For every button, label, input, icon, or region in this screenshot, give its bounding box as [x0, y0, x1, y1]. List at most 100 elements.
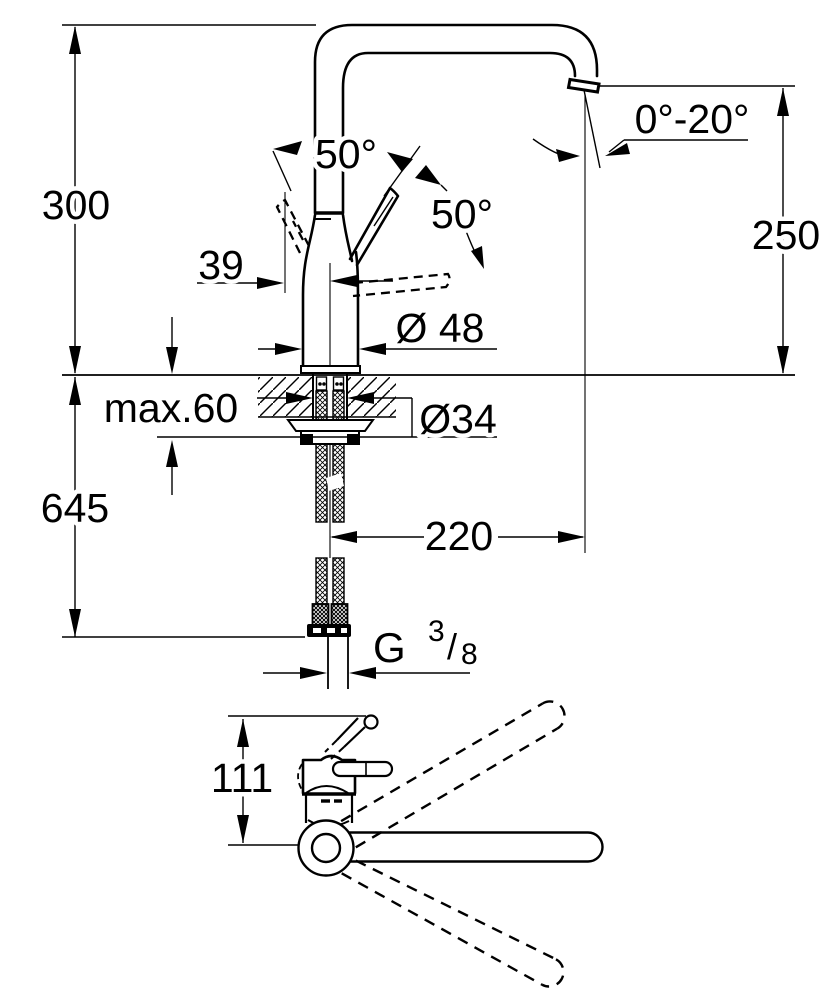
- connector-dot: [339, 382, 343, 386]
- dim-300: 300: [37, 24, 316, 374]
- leader-arrowhead: [605, 143, 630, 156]
- lever-shaft-edge: [336, 717, 359, 741]
- arrowhead-left: [347, 392, 374, 404]
- thread-denominator: 8: [461, 638, 478, 671]
- spout-dashed-up-edge: [355, 727, 559, 849]
- dim-300-label: 300: [42, 182, 110, 228]
- arrowhead-right: [286, 392, 313, 404]
- spout-outer-edge: [313, 23, 599, 215]
- dim-250: 250: [600, 85, 825, 374]
- dim-645-label: 645: [41, 485, 109, 531]
- swivel-range-label: 0°-20°: [635, 96, 750, 142]
- hose-coupler-left: [311, 603, 330, 626]
- dim-hole-diameter: Ø34: [257, 392, 501, 447]
- angle-arrowhead: [471, 246, 484, 269]
- lever-shaft-hidden: [324, 739, 338, 753]
- spout-dashed-down-edge: [341, 872, 543, 986]
- arrowhead-left: [330, 275, 357, 287]
- lever-tip-circle: [363, 714, 379, 730]
- thread-size-label: G 3 / 8: [373, 604, 478, 671]
- spout-dashed-up-endcap: [541, 700, 566, 730]
- dim-o48-label: Ø 48: [396, 305, 485, 351]
- dim-220: 220: [330, 509, 585, 564]
- dim-220-label: 220: [425, 513, 493, 559]
- connector-dot: [335, 382, 339, 386]
- dim-645: 645: [36, 377, 305, 638]
- spout-base-inner-circle: [310, 832, 342, 864]
- top-view: 111: [206, 700, 604, 988]
- hose-left-lower: [315, 557, 328, 605]
- spout-inner-edge: [341, 51, 577, 215]
- arrowhead-up: [777, 88, 789, 116]
- aerator-swivel-annotation: 0°-20°: [532, 89, 754, 553]
- front-view: 50° 50° 0°-20° 300: [36, 23, 825, 689]
- angle-50-front-label: 50°: [431, 191, 493, 237]
- arrowhead-right: [275, 343, 302, 355]
- spout-plan: [297, 700, 604, 988]
- cap-slot: [341, 628, 347, 633]
- lever-shaft-edge: [343, 726, 366, 748]
- connector-dot: [322, 382, 326, 386]
- hose-coupler-right: [330, 603, 349, 626]
- thread-slash: /: [447, 626, 457, 667]
- aerator-outlet: [566, 77, 601, 94]
- cap-slot: [313, 628, 321, 633]
- arrowhead-down: [237, 815, 249, 843]
- head-outline: [301, 754, 357, 795]
- spout-dashed-down-endcap: [541, 958, 565, 988]
- arrowhead-up: [69, 377, 81, 405]
- spout-dashed-up-edge: [340, 702, 544, 823]
- dim-250-label: 250: [752, 212, 820, 258]
- angle-leader-line: [272, 150, 292, 192]
- arrowhead-right: [257, 277, 284, 289]
- hose-right-lower: [332, 557, 345, 605]
- head-hidden-arc: [297, 763, 303, 791]
- swivel-arrowhead: [556, 149, 580, 162]
- body-base-ring: [300, 365, 361, 374]
- arrowhead-up: [166, 440, 178, 467]
- dim-thread: G 3 / 8: [263, 604, 482, 679]
- thread-g: G: [373, 624, 406, 671]
- arrowhead-down: [166, 347, 178, 374]
- angle-arrowhead: [273, 141, 302, 155]
- dim-body-diameter: Ø 48: [258, 301, 497, 356]
- spout-solid-endcap: [587, 831, 604, 863]
- raised-lever-plan: [324, 714, 379, 760]
- cap-slot: [327, 628, 335, 633]
- handle-dashed-front: [352, 272, 451, 298]
- mounting-flange: [286, 419, 375, 432]
- dim-111: 111: [206, 715, 366, 846]
- angle-50-back-annotation: 50°: [272, 127, 448, 197]
- arrowhead-left: [330, 531, 357, 543]
- angle-arrowhead: [415, 165, 441, 185]
- body-left-edge: [301, 213, 317, 368]
- dim-39: 39: [194, 192, 393, 293]
- angle-arrowhead: [387, 152, 413, 172]
- angle-tail-line: [440, 184, 448, 192]
- arrowhead-down: [69, 609, 81, 637]
- nut-pad-left: [302, 434, 313, 444]
- dim-o34-label: Ø34: [419, 396, 497, 442]
- handle-dashed-up-detail: [291, 220, 305, 241]
- supply-hoses: [307, 263, 351, 689]
- arrowhead-left: [359, 343, 386, 355]
- hose-break-mark: [326, 473, 344, 491]
- hose-left-upper: [315, 390, 328, 523]
- arrowhead-up: [69, 26, 81, 54]
- dim-39-label: 39: [198, 242, 244, 288]
- dim-max60: max.60: [99, 317, 497, 495]
- faucet-head-plan: [297, 754, 394, 828]
- connector-dot: [318, 382, 322, 386]
- arrowhead-down: [777, 346, 789, 374]
- dim-max60-label: max.60: [104, 385, 238, 431]
- arrowhead-down: [69, 346, 81, 374]
- leader-line: [608, 139, 625, 153]
- nut-pad-right: [347, 434, 358, 444]
- arrowhead-left: [349, 667, 376, 679]
- lever-bar-plan: [331, 760, 394, 778]
- thread-numerator: 3: [428, 615, 445, 648]
- arrowhead-right: [300, 667, 327, 679]
- angle-50-back-label: 50°: [315, 131, 377, 177]
- angle-50-front-annotation: 50°: [426, 187, 498, 269]
